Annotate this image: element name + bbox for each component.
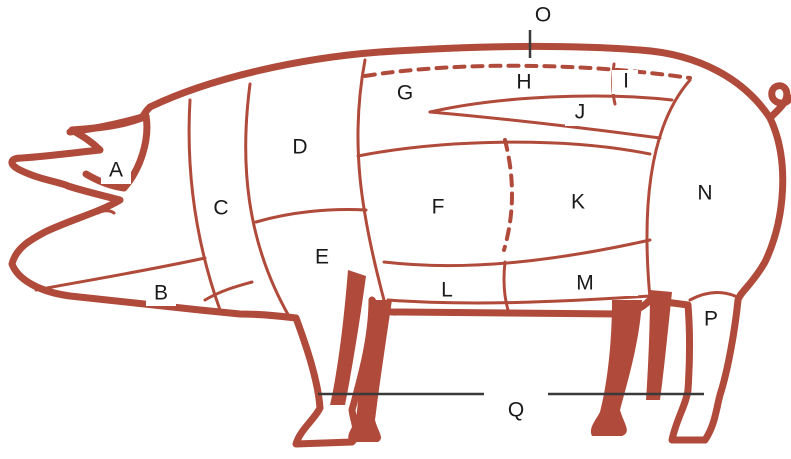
- cut-line-j-bottom: [430, 112, 660, 138]
- label-j: J: [565, 100, 595, 126]
- svg-text:K: K: [571, 191, 585, 214]
- label-p: P: [694, 306, 728, 336]
- svg-text:A: A: [109, 159, 123, 182]
- svg-text:E: E: [315, 246, 329, 269]
- label-i: I: [612, 70, 638, 94]
- pig-eye: [98, 211, 114, 213]
- label-f: F: [432, 196, 445, 219]
- label-h: H: [508, 70, 540, 96]
- svg-text:L: L: [441, 279, 453, 302]
- hind-leg-back: [646, 290, 672, 400]
- cut-line-ham: [647, 80, 690, 298]
- label-n: N: [688, 180, 722, 208]
- svg-text:P: P: [704, 308, 718, 331]
- label-o: O: [527, 2, 559, 30]
- svg-text:B: B: [154, 282, 168, 305]
- label-b: B: [146, 280, 176, 306]
- label-g: G: [388, 80, 422, 108]
- label-k: K: [528, 186, 628, 220]
- svg-text:G: G: [397, 82, 413, 105]
- svg-text:O: O: [535, 4, 551, 27]
- label-a: A: [101, 156, 131, 184]
- cut-line-loin-front: [358, 60, 384, 300]
- cut-line-l-m: [388, 296, 650, 303]
- label-c: C: [206, 195, 236, 223]
- hind-leg-inner: [591, 300, 642, 436]
- label-l: L: [441, 279, 453, 302]
- pig-tail: [770, 86, 790, 118]
- cut-line-belly-b: [36, 258, 205, 290]
- svg-text:M: M: [576, 272, 594, 295]
- svg-text:H: H: [516, 71, 531, 94]
- svg-text:F: F: [432, 196, 445, 219]
- label-e: E: [306, 244, 338, 272]
- dashed-line-f-k: [504, 140, 512, 250]
- svg-text:C: C: [213, 197, 228, 220]
- label-q: Q: [492, 394, 540, 428]
- cut-line-f-l: [384, 240, 650, 266]
- label-m: M: [520, 268, 638, 296]
- cut-line-j-top: [430, 96, 672, 112]
- svg-text:Q: Q: [508, 399, 524, 422]
- svg-text:I: I: [623, 70, 629, 93]
- label-d: D: [292, 136, 307, 159]
- cut-line-d-e: [256, 210, 366, 223]
- svg-text:D: D: [292, 136, 307, 159]
- cut-line-hock: [690, 293, 735, 300]
- svg-text:N: N: [697, 182, 712, 205]
- svg-text:J: J: [575, 101, 586, 124]
